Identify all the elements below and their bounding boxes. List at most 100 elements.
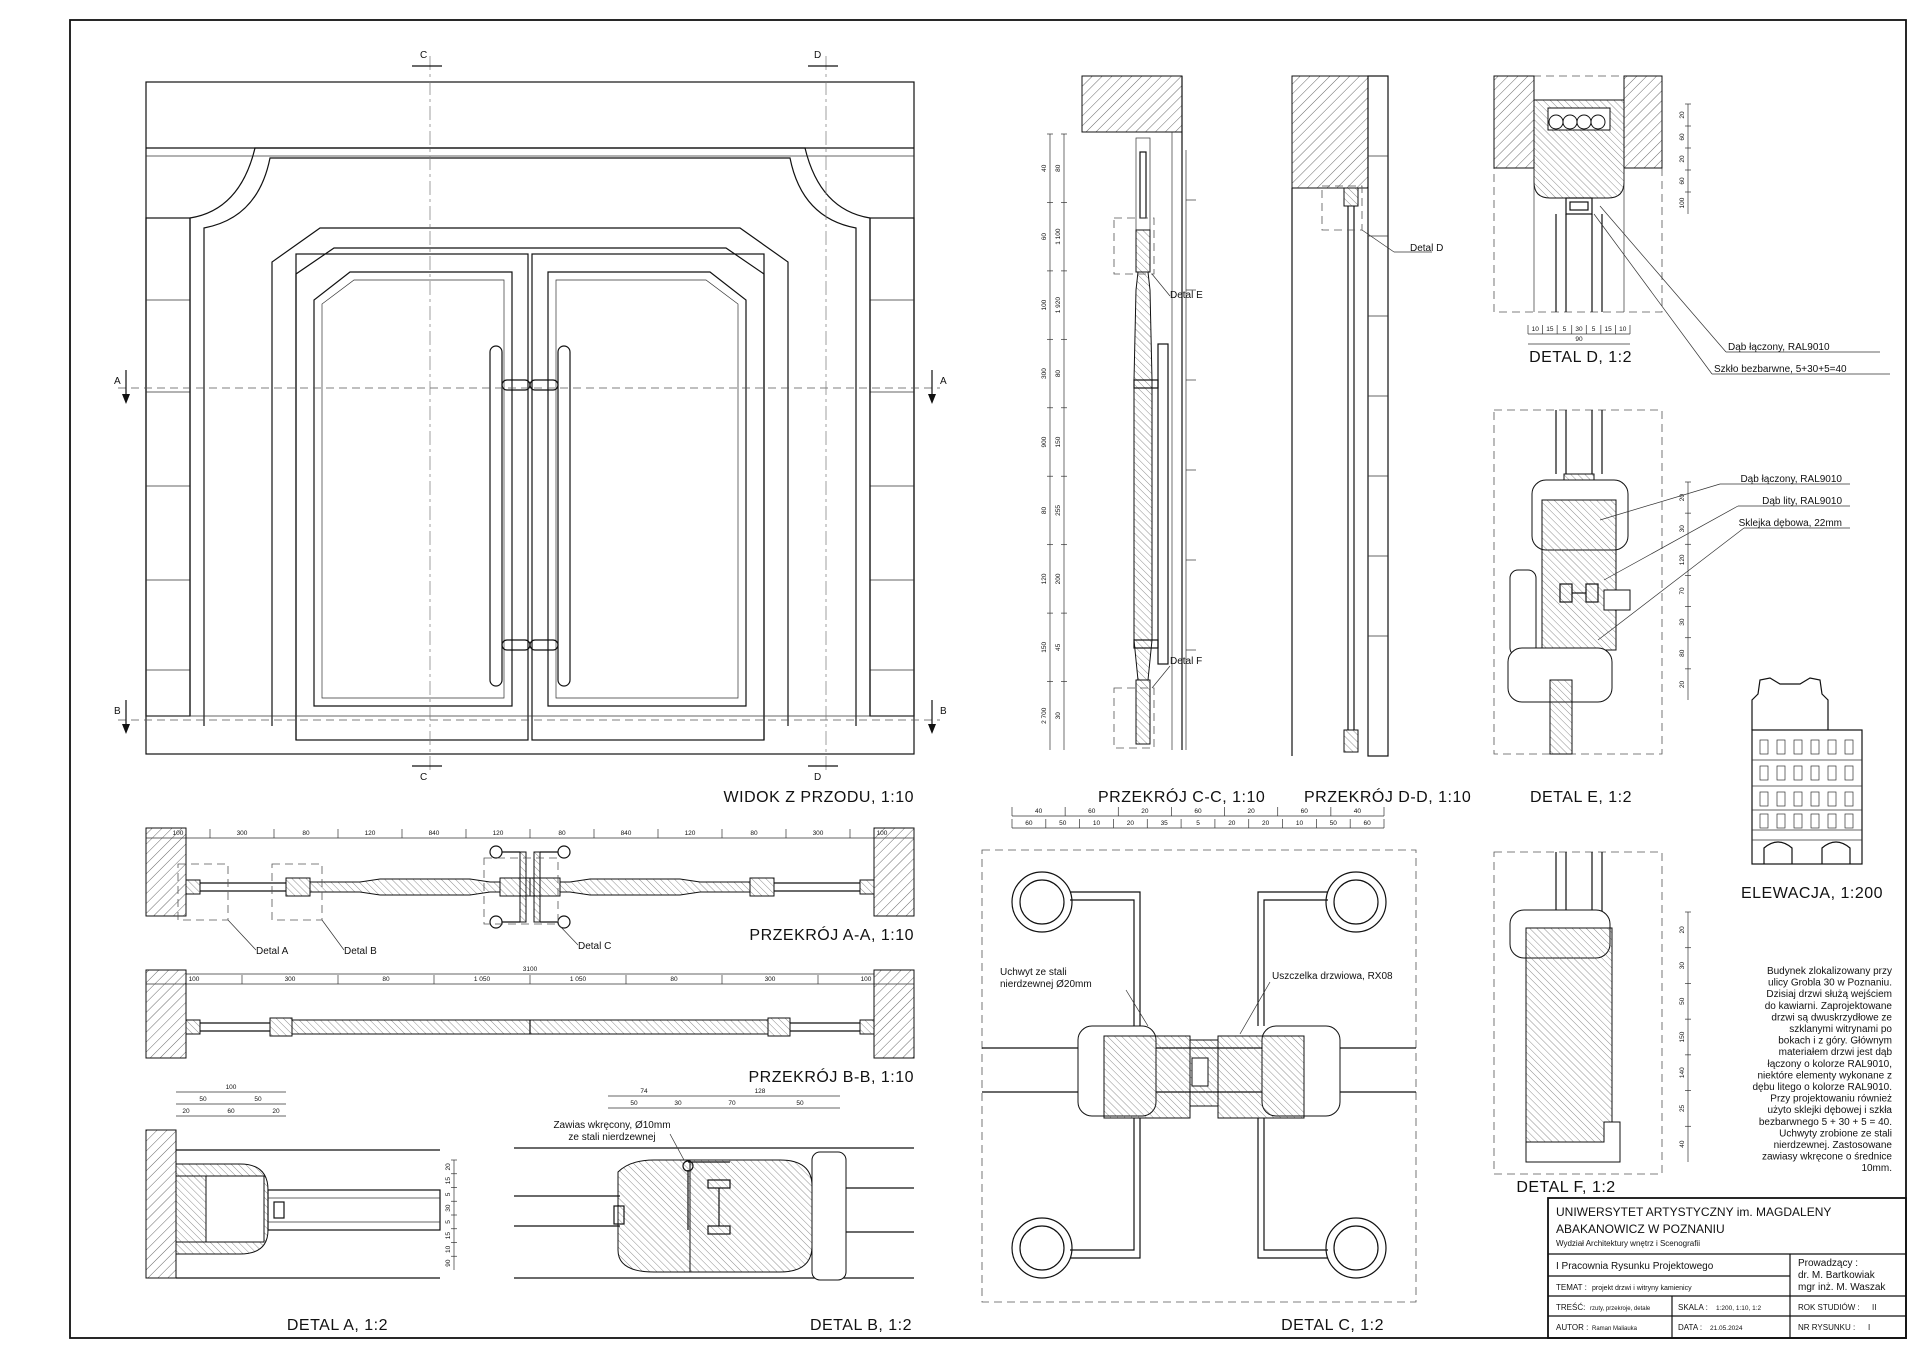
dimension-label: 5: [1563, 326, 1567, 333]
elevation-title: ELEWACJA, 1:200: [1741, 885, 1883, 902]
dimension-label: 840: [429, 830, 440, 837]
tb-year: II: [1872, 1303, 1876, 1312]
dimension-label: 10: [1093, 820, 1101, 827]
section-dd-title: PRZEKRÓJ D-D, 1:10: [1304, 787, 1471, 806]
dimension-label: 150: [1679, 1031, 1686, 1042]
dimension-label: 60: [1088, 808, 1096, 815]
description-line: bokach i z góry. Głównym: [1778, 1036, 1892, 1047]
detail-f-title: DETAL F, 1:2: [1516, 1179, 1615, 1196]
detail-e: Dąb łączony, RAL9010 Dąb lity, RAL9010 S…: [1493, 409, 1850, 806]
window-icon: [1759, 739, 1769, 755]
tb-date-label: DATA :: [1678, 1323, 1702, 1332]
dimension-label: 40: [1354, 808, 1362, 815]
dimension-label: 20: [1679, 926, 1686, 934]
dimension-label: 120: [365, 830, 376, 837]
dimension-label: 80: [302, 830, 310, 837]
elevation: ELEWACJA, 1:200: [1741, 677, 1883, 902]
window-icon: [1776, 813, 1786, 829]
svg-text:74: 74: [640, 1088, 648, 1095]
window-icon: [1793, 739, 1803, 755]
dimension-label: 10: [1619, 326, 1627, 333]
dimension-label: 300: [765, 976, 776, 983]
dimension-label: 60: [1025, 820, 1033, 827]
dimension-label: 100: [1041, 299, 1048, 310]
section-bb-title: PRZEKRÓJ B-B, 1:10: [749, 1067, 915, 1086]
svg-text:3100: 3100: [523, 966, 538, 973]
svg-text:Uchwyt ze stali: Uchwyt ze stali: [1000, 967, 1067, 978]
description-line: bezbarwnego 5 + 30 + 5 = 40.: [1759, 1117, 1892, 1128]
dimension-label: 150: [1041, 642, 1048, 653]
description-line: 10mm.: [1861, 1163, 1892, 1174]
svg-text:C: C: [420, 50, 427, 61]
svg-text:Sklejka dębowa, 22mm: Sklejka dębowa, 22mm: [1739, 518, 1842, 529]
dimension-label: 30: [1679, 962, 1686, 970]
description-line: Przy projektowaniu również: [1770, 1094, 1892, 1105]
window-icon: [1810, 739, 1820, 755]
description-line: materiałem drzwi jest dąb: [1779, 1047, 1893, 1058]
window-icon: [1810, 813, 1820, 829]
dimension-label: 80: [1055, 164, 1062, 172]
description-line: niektóre elementy wykonane z: [1757, 1070, 1892, 1081]
dimension-label: 70: [1679, 587, 1686, 595]
window-icon: [1827, 765, 1837, 781]
dimension-label: 80: [750, 830, 758, 837]
dimension-label: 15: [1605, 326, 1613, 333]
tb-author: Raman Maliauka: [1592, 1326, 1638, 1332]
description-line: szklanymi witrynami po: [1789, 1024, 1892, 1035]
dimension-label: 60: [1679, 133, 1686, 141]
description-line: ulicy Grobla 30 w Poznaniu.: [1768, 978, 1892, 989]
dimension-label: 60: [1679, 177, 1686, 185]
dimension-label: 80: [558, 830, 566, 837]
dimension-label: 20: [1141, 808, 1149, 815]
dimension-label: 40: [1679, 1140, 1686, 1148]
description-line: nierdzewnej. Zastosowane: [1774, 1140, 1893, 1151]
window-icon: [1844, 813, 1854, 829]
dimension-label: 15: [445, 1232, 452, 1240]
svg-text:Szkło bezbarwne, 5+30+5=40: Szkło bezbarwne, 5+30+5=40: [1714, 364, 1847, 375]
window-icon: [1844, 765, 1854, 781]
svg-text:D: D: [814, 50, 821, 61]
svg-text:D: D: [814, 772, 821, 783]
tb-faculty: Wydział Architektury wnętrz i Scenografi…: [1556, 1239, 1700, 1248]
detail-e-title: DETAL E, 1:2: [1530, 789, 1632, 806]
dimension-label: 5: [445, 1220, 452, 1224]
dimension-label: 2 700: [1041, 707, 1048, 724]
section-dd: Detal D PRZEKRÓJ D-D, 1:10: [1291, 75, 1471, 806]
tb-sheet-label: NR RYSUNKU :: [1798, 1323, 1855, 1332]
window-icon: [1827, 791, 1837, 807]
dimension-label: 5: [1196, 820, 1200, 827]
dimension-label: 5: [445, 1192, 452, 1196]
section-marker-d: D D: [808, 50, 838, 783]
svg-text:Detal E: Detal E: [1170, 290, 1203, 301]
dimension-label: 120: [1041, 573, 1048, 584]
front-view-title: WIDOK Z PRZODU, 1:10: [724, 789, 914, 806]
dimension-label: 15: [1546, 326, 1554, 333]
svg-text:30: 30: [674, 1100, 682, 1107]
window-icon: [1810, 791, 1820, 807]
dimension-label: 80: [382, 976, 390, 983]
svg-text:100: 100: [226, 1084, 237, 1091]
tb-content: rzuty, przekroje, detale: [1590, 1306, 1651, 1312]
svg-text:Uszczelka drzwiowa, RX08: Uszczelka drzwiowa, RX08: [1272, 971, 1393, 982]
dimension-label: 100: [189, 976, 200, 983]
dimension-label: 60: [1194, 808, 1202, 815]
dimension-label: 10: [1296, 820, 1304, 827]
dimension-label: 90: [445, 1259, 452, 1267]
description-line: zawiasy wkręcone o średnice: [1762, 1152, 1892, 1163]
dimension-label: 1 050: [474, 976, 491, 983]
dimension-label: 100: [861, 976, 872, 983]
dimension-label: 35: [1161, 820, 1169, 827]
dimension-label: 60: [1301, 808, 1309, 815]
dimension-label: 20: [1228, 820, 1236, 827]
svg-text:128: 128: [755, 1088, 766, 1095]
dimension-label: 30: [1055, 712, 1062, 720]
section-marker-b: B B: [114, 700, 947, 734]
dimension-label: 120: [1679, 554, 1686, 565]
window-icon: [1759, 765, 1769, 781]
